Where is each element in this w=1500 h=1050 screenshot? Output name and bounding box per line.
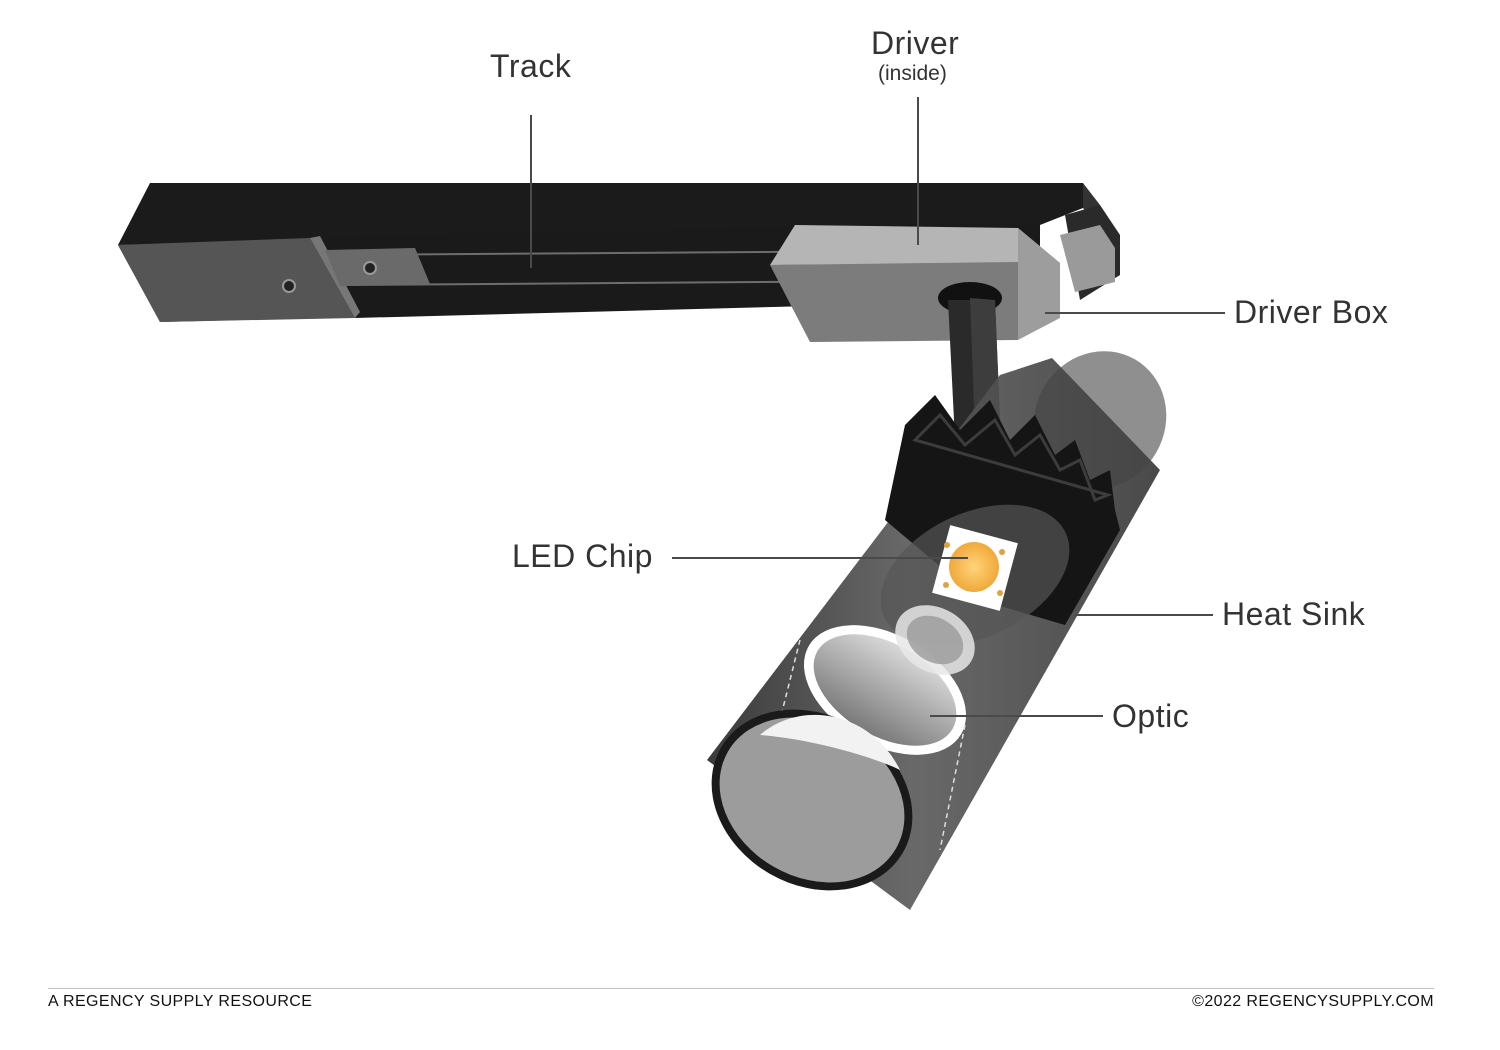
footer-divider [48, 988, 1434, 989]
footer-left: A REGENCY SUPPLY RESOURCE [48, 993, 312, 1011]
footer-right: ©2022 REGENCYSUPPLY.COM [1192, 993, 1434, 1011]
label-heat-sink: Heat Sink [1222, 596, 1365, 633]
label-track: Track [490, 48, 571, 85]
label-driver-box: Driver Box [1234, 294, 1388, 331]
label-driver: Driver [871, 25, 959, 62]
label-led-chip: LED Chip [512, 538, 653, 575]
driver-box-shape [770, 225, 1060, 342]
label-optic: Optic [1112, 698, 1189, 735]
label-driver-sub: (inside) [878, 62, 947, 86]
